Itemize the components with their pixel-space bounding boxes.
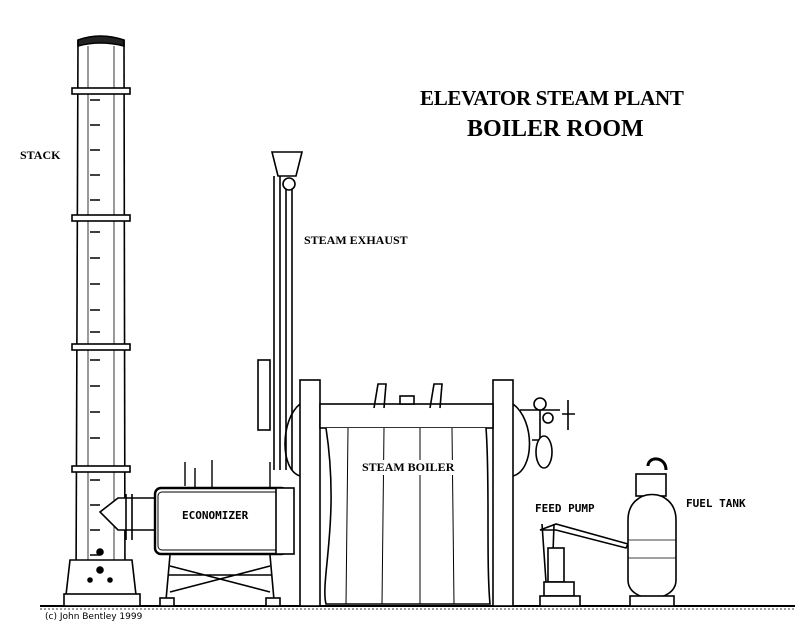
diagram-title: ELEVATOR STEAM PLANT <box>420 86 684 110</box>
economizer-drawing <box>153 460 295 607</box>
flue-duct <box>98 494 161 540</box>
stack-drawing <box>63 35 141 607</box>
fuel-tank-label: FUEL TANK <box>686 497 746 510</box>
copyright-credit: (c) John Bentley 1999 <box>45 612 143 622</box>
fuel-tank-drawing <box>627 457 677 607</box>
economizer-label: ECONOMIZER <box>180 509 251 522</box>
boiler-valves <box>520 397 575 469</box>
stack-label: STACK <box>20 148 61 162</box>
feed-pump-drawing <box>539 523 630 607</box>
steam-exhaust-pipe <box>257 151 304 470</box>
ground-line <box>40 605 795 610</box>
diagram-subtitle: BOILER ROOM <box>467 116 644 142</box>
steam-boiler-drawing <box>284 379 531 607</box>
feed-pump-label: FEED PUMP <box>535 502 595 515</box>
steam-exhaust-label: STEAM EXHAUST <box>304 233 408 247</box>
steam-boiler-label: STEAM BOILER <box>360 460 457 475</box>
